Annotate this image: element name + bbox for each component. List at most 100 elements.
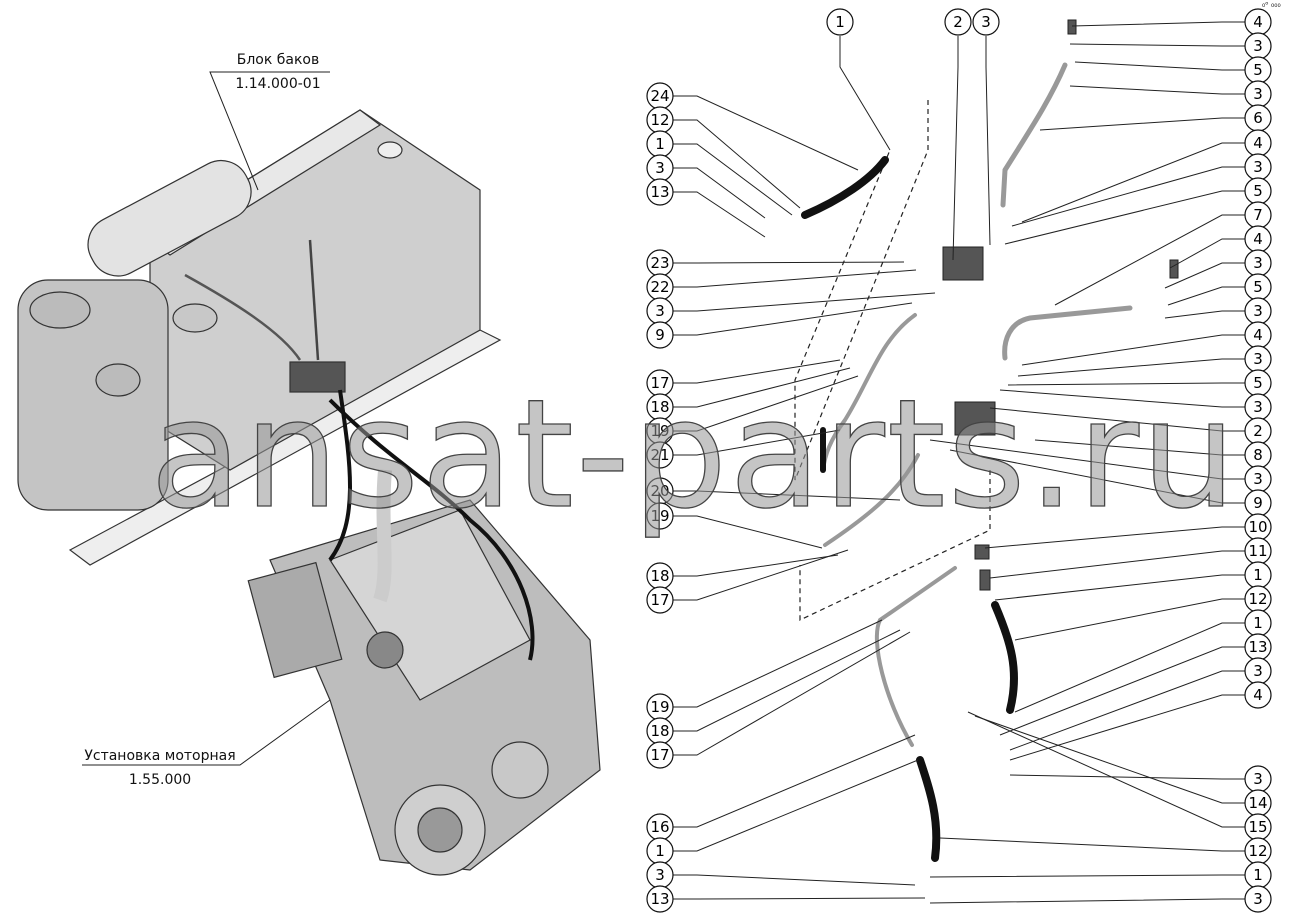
- callout-number: 1: [655, 135, 665, 153]
- callout-left-11: 19: [646, 417, 674, 445]
- callout-right-23-leader: [994, 574, 1258, 601]
- callout-number: 1: [1253, 866, 1263, 884]
- callout-number: 5: [1253, 278, 1263, 296]
- callout-right-12-leader: [1164, 310, 1258, 319]
- callout-right-2: 5: [1244, 56, 1272, 84]
- callout-right-20: 9: [1244, 489, 1272, 517]
- engine-code: 1.55.000: [128, 772, 192, 788]
- callout-right-19: 3: [1244, 465, 1272, 493]
- callout-number: 9: [655, 326, 665, 344]
- callout-right-12: 3: [1244, 297, 1272, 325]
- callout-left-22-leader: [660, 874, 916, 886]
- callout-circle: [646, 502, 674, 530]
- callout-number: 21: [650, 446, 669, 464]
- callout-left-6: 22: [646, 273, 674, 301]
- callout-number: 1: [655, 842, 665, 860]
- callout-right-18: 8: [1244, 441, 1272, 469]
- callout-number: 23: [650, 254, 669, 272]
- callout-right-14: 3: [1244, 345, 1272, 373]
- callout-number: 5: [1253, 182, 1263, 200]
- callout-number: 3: [981, 13, 991, 31]
- callout-number: 11: [1248, 542, 1267, 560]
- callout-number: 2: [1253, 422, 1263, 440]
- callout-left-15: 18: [646, 562, 674, 590]
- callout-left-10: 18: [646, 393, 674, 421]
- callout-number: 5: [1253, 374, 1263, 392]
- callout-number: 3: [1253, 770, 1263, 788]
- callout-right-16: 3: [1244, 393, 1272, 421]
- callout-number: 19: [650, 422, 669, 440]
- callout-right-11-leader: [1167, 286, 1258, 306]
- watermark: ansat-parts.ru: [149, 368, 1239, 542]
- callout-left-22: 3: [646, 861, 674, 889]
- callout-left-5: 23: [646, 249, 674, 277]
- callout-number: 3: [1253, 662, 1263, 680]
- callout-right-3-leader: [1069, 85, 1258, 95]
- callout-number: 9: [1253, 494, 1263, 512]
- callout-right-28: 4: [1244, 681, 1272, 709]
- callout-right-29-leader: [1009, 774, 1258, 780]
- callout-top-0-leader: [839, 36, 891, 151]
- exploded-parts: [801, 19, 1179, 862]
- callout-right-27: 3: [1244, 657, 1272, 685]
- callout-number: 1: [835, 13, 845, 31]
- callout-number: 5: [1253, 61, 1263, 79]
- callout-right-13-leader: [1021, 334, 1258, 366]
- callout-number: 7: [1253, 206, 1263, 224]
- callout-number: 3: [1253, 398, 1263, 416]
- callout-right-8-leader: [1054, 214, 1258, 306]
- callout-number: 18: [650, 398, 669, 416]
- callout-right-24-leader: [1014, 598, 1258, 641]
- callout-right-33-leader: [929, 874, 1258, 878]
- callout-number: 8: [1253, 446, 1263, 464]
- callout-top-1-leader: [952, 36, 959, 261]
- callout-number: 1: [1253, 614, 1263, 632]
- callout-circle: [646, 741, 674, 769]
- callout-number: 2: [953, 13, 963, 31]
- callout-left-3: 3: [646, 154, 674, 182]
- callout-left-9: 17: [646, 369, 674, 397]
- callout-left-0-leader: [660, 95, 859, 171]
- callout-number: 19: [650, 507, 669, 525]
- callout-circle: [1244, 681, 1272, 709]
- callout-left-0: 24: [646, 82, 674, 110]
- callout-left-19: 17: [646, 741, 674, 769]
- callout-number: 3: [1253, 158, 1263, 176]
- callout-right-24: 12: [1244, 585, 1272, 613]
- callout-right-2-leader: [1074, 61, 1258, 71]
- callout-right-27-leader: [1009, 670, 1258, 751]
- callout-left-23: 13: [646, 885, 674, 913]
- callout-number: 19: [650, 698, 669, 716]
- callout-right-30-leader: [974, 715, 1258, 804]
- callout-right-30: 14: [1244, 789, 1272, 817]
- callout-number: 13: [650, 890, 669, 908]
- callout-right-21: 10: [1244, 513, 1272, 541]
- callout-left-3-leader: [660, 167, 766, 219]
- callout-number: 4: [1253, 13, 1263, 31]
- callout-right-31: 15: [1244, 813, 1272, 841]
- callout-left-16: 17: [646, 586, 674, 614]
- callout-left-1: 12: [646, 106, 674, 134]
- callout-right-26-leader: [999, 646, 1258, 736]
- callout-circle: [1244, 885, 1272, 913]
- callout-left-14: 19: [646, 502, 674, 530]
- tank-block-render: [17, 109, 502, 566]
- callout-right-3: 3: [1244, 80, 1272, 108]
- callout-number: 15: [1248, 818, 1267, 836]
- callout-right-0-leader: [1071, 21, 1258, 27]
- callout-number: 16: [650, 818, 669, 836]
- callout-right-7: 5: [1244, 177, 1272, 205]
- callout-right-22-leader: [989, 550, 1258, 579]
- callout-left-2-leader: [660, 143, 793, 216]
- callout-number: 10: [1248, 518, 1267, 536]
- callout-circle: [646, 441, 674, 469]
- callout-number: 6: [1253, 109, 1263, 127]
- callout-number: 1: [1253, 566, 1263, 584]
- callout-right-10: 3: [1244, 249, 1272, 277]
- callout-number: 20: [650, 482, 669, 500]
- callout-number: 3: [655, 866, 665, 884]
- callout-left-4-leader: [660, 191, 766, 238]
- callout-number: 17: [650, 374, 669, 392]
- callout-left-17: 19: [646, 693, 674, 721]
- engine-render: [247, 389, 601, 876]
